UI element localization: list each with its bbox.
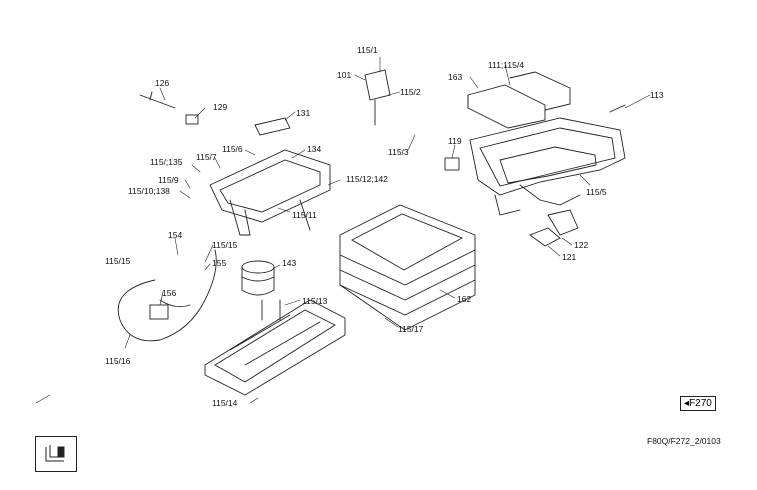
- part-label-115-10: 115/10;138: [128, 186, 170, 196]
- base-frame: [204, 299, 346, 396]
- part-label-131: 131: [296, 108, 311, 118]
- part-label-121: 121: [562, 252, 577, 262]
- part-label-134: 134: [307, 144, 322, 154]
- part-label-129: 129: [213, 102, 228, 112]
- part-label-115-12: 115/12;142: [346, 174, 388, 184]
- part-label-115-135: 115/;135: [150, 157, 183, 167]
- seat-cushion-assembly: [469, 117, 626, 216]
- part-label-126: 126: [155, 78, 170, 88]
- part-label-155: 155: [212, 258, 227, 268]
- part-label-115-14: 115/14: [212, 398, 238, 408]
- part-label-115-9: 115/9: [158, 175, 179, 185]
- arrow-left-icon: ◂: [684, 398, 690, 409]
- part-label-115-5: 115/5: [586, 187, 607, 197]
- part-label-115-1: 115/1: [357, 45, 378, 55]
- part-label-115-2: 115/2: [400, 87, 421, 97]
- wiring-harness: [117, 249, 217, 342]
- drawing-code: F80Q/F272_2/0103: [647, 436, 721, 446]
- part-label-163: 163: [448, 72, 463, 82]
- cushion-cover: [467, 71, 571, 129]
- part-label-115-11: 115/11: [292, 210, 317, 220]
- bellows: [339, 204, 476, 331]
- air-spring: [241, 260, 275, 296]
- part-label-111: 111;115/4: [488, 60, 524, 70]
- valve-119: [444, 157, 460, 171]
- part-label-115-17: 115/17: [398, 324, 424, 334]
- part-label-122: 122: [574, 240, 589, 250]
- part-label-115-15-left: 115/15: [105, 256, 131, 266]
- leader-lines: [35, 56, 651, 404]
- part-label-156: 156: [162, 288, 177, 298]
- part-label-115-6: 115/6: [222, 144, 243, 154]
- part-label-119: 119: [448, 136, 462, 146]
- bracket-131: [254, 117, 291, 136]
- figure-reference-label: F270: [689, 398, 712, 409]
- bolt-113: [609, 104, 626, 113]
- part-label-115-16: 115/16: [105, 356, 131, 366]
- part-label-115-15-right: 115/15: [212, 240, 238, 250]
- bracket-101: [364, 69, 391, 126]
- bolts-115-13: [261, 299, 281, 321]
- part-label-115-7: 115/7: [196, 152, 217, 162]
- control-unit: [529, 209, 579, 247]
- part-label-113: 113: [650, 90, 664, 100]
- lever-rod: [139, 91, 176, 109]
- figure-reference-link[interactable]: ◂F270: [680, 396, 716, 411]
- part-label-115-13: 115/13: [302, 296, 328, 306]
- seat-thumbnail-icon: [45, 445, 65, 462]
- part-label-101: 101: [337, 70, 352, 80]
- part-label-115-3: 115/3: [388, 147, 409, 157]
- part-label-154: 154: [168, 230, 183, 240]
- part-label-143: 143: [282, 258, 297, 268]
- part-label-162: 162: [457, 294, 472, 304]
- knob-129: [185, 114, 199, 125]
- upper-frame: [209, 149, 331, 236]
- seat-navigation-thumbnail[interactable]: [35, 436, 77, 472]
